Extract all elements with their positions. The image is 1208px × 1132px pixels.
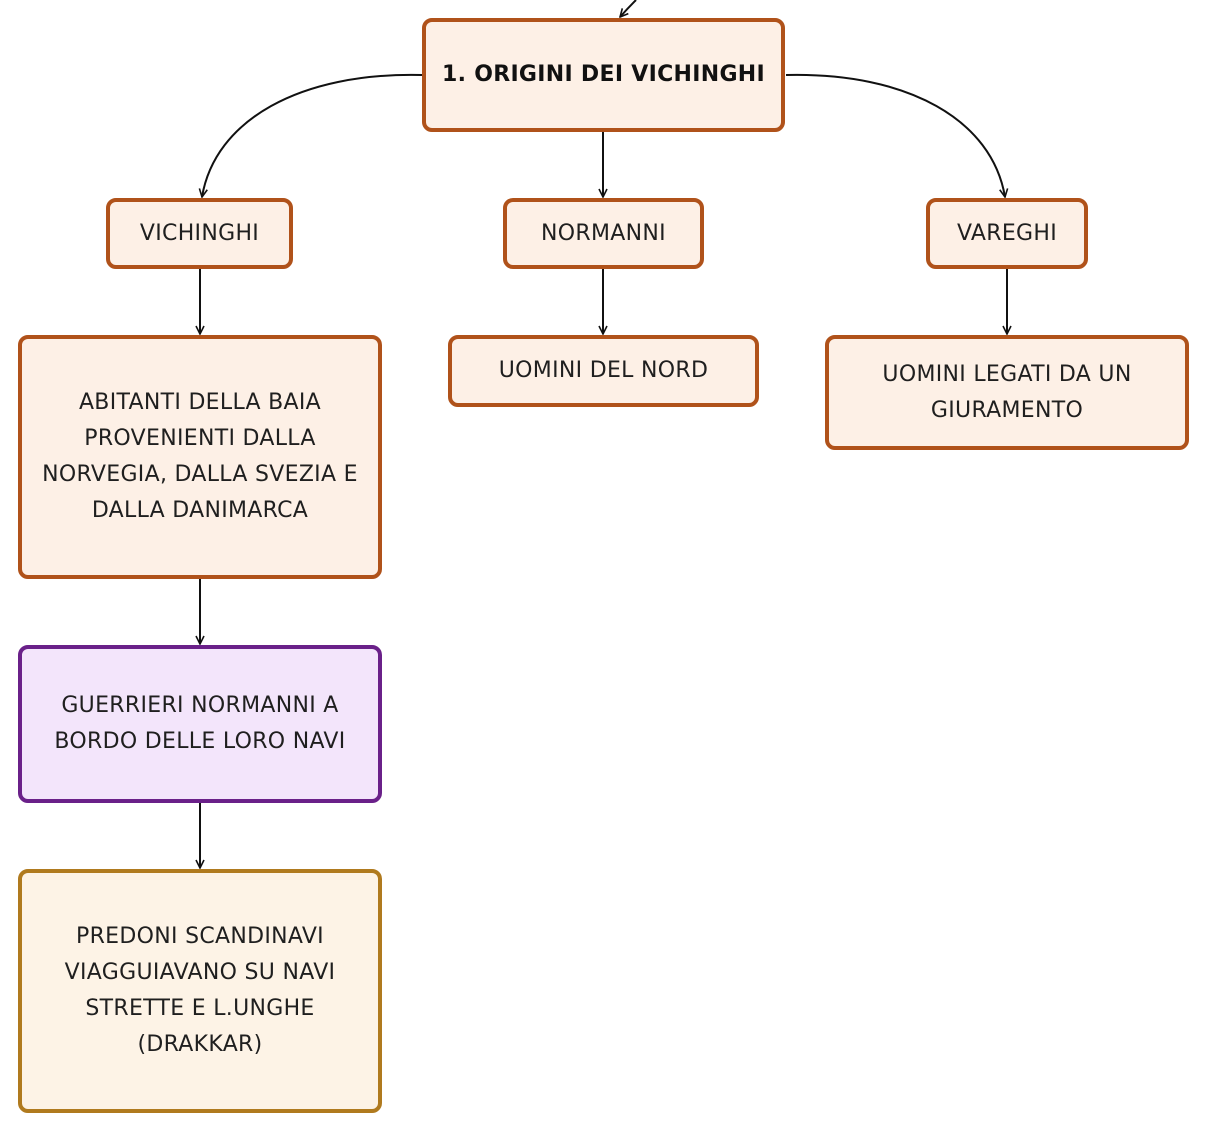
node-label: UOMINI DEL NORD bbox=[498, 358, 709, 383]
node-label: VICHINGHI bbox=[139, 220, 260, 246]
incoming-connector bbox=[620, 0, 637, 17]
node-guerrieri-normanni[interactable]: GUERRIERI NORMANNI A BORDO DELLE LORO NA… bbox=[18, 645, 382, 803]
node-label: NORMANNI bbox=[541, 220, 666, 246]
node-uomini-del-nord[interactable]: UOMINI DEL NORD bbox=[448, 335, 759, 407]
node-origini-dei-vichinghi[interactable]: 1. ORIGINI DEI VICHINGHI bbox=[422, 18, 785, 132]
node-label: PREDONI SCANDINAVI VIAGGUIAVANO SU NAVI … bbox=[64, 924, 336, 1057]
node-vareghi[interactable]: VAREGHI bbox=[926, 198, 1088, 269]
node-label: UOMINI LEGATI DA UN GIURAMENTO bbox=[882, 361, 1132, 423]
connector-root-vareghi bbox=[785, 73, 1005, 197]
node-abitanti-della-baia[interactable]: ABITANTI DELLA BAIA PROVENIENTI DALLA NO… bbox=[18, 335, 382, 579]
node-uomini-legati[interactable]: UOMINI LEGATI DA UN GIURAMENTO bbox=[825, 335, 1189, 450]
node-label: ABITANTI DELLA BAIA PROVENIENTI DALLA NO… bbox=[42, 390, 358, 523]
node-predoni-scandinavi[interactable]: PREDONI SCANDINAVI VIAGGUIAVANO SU NAVI … bbox=[18, 869, 382, 1113]
node-vichinghi[interactable]: VICHINGHI bbox=[106, 198, 293, 269]
node-normanni[interactable]: NORMANNI bbox=[503, 198, 704, 269]
connector-root-vichinghi bbox=[202, 73, 423, 197]
node-label: VAREGHI bbox=[956, 220, 1058, 246]
node-label: GUERRIERI NORMANNI A BORDO DELLE LORO NA… bbox=[54, 693, 346, 754]
node-label: 1. ORIGINI DEI VICHINGHI bbox=[441, 62, 765, 87]
